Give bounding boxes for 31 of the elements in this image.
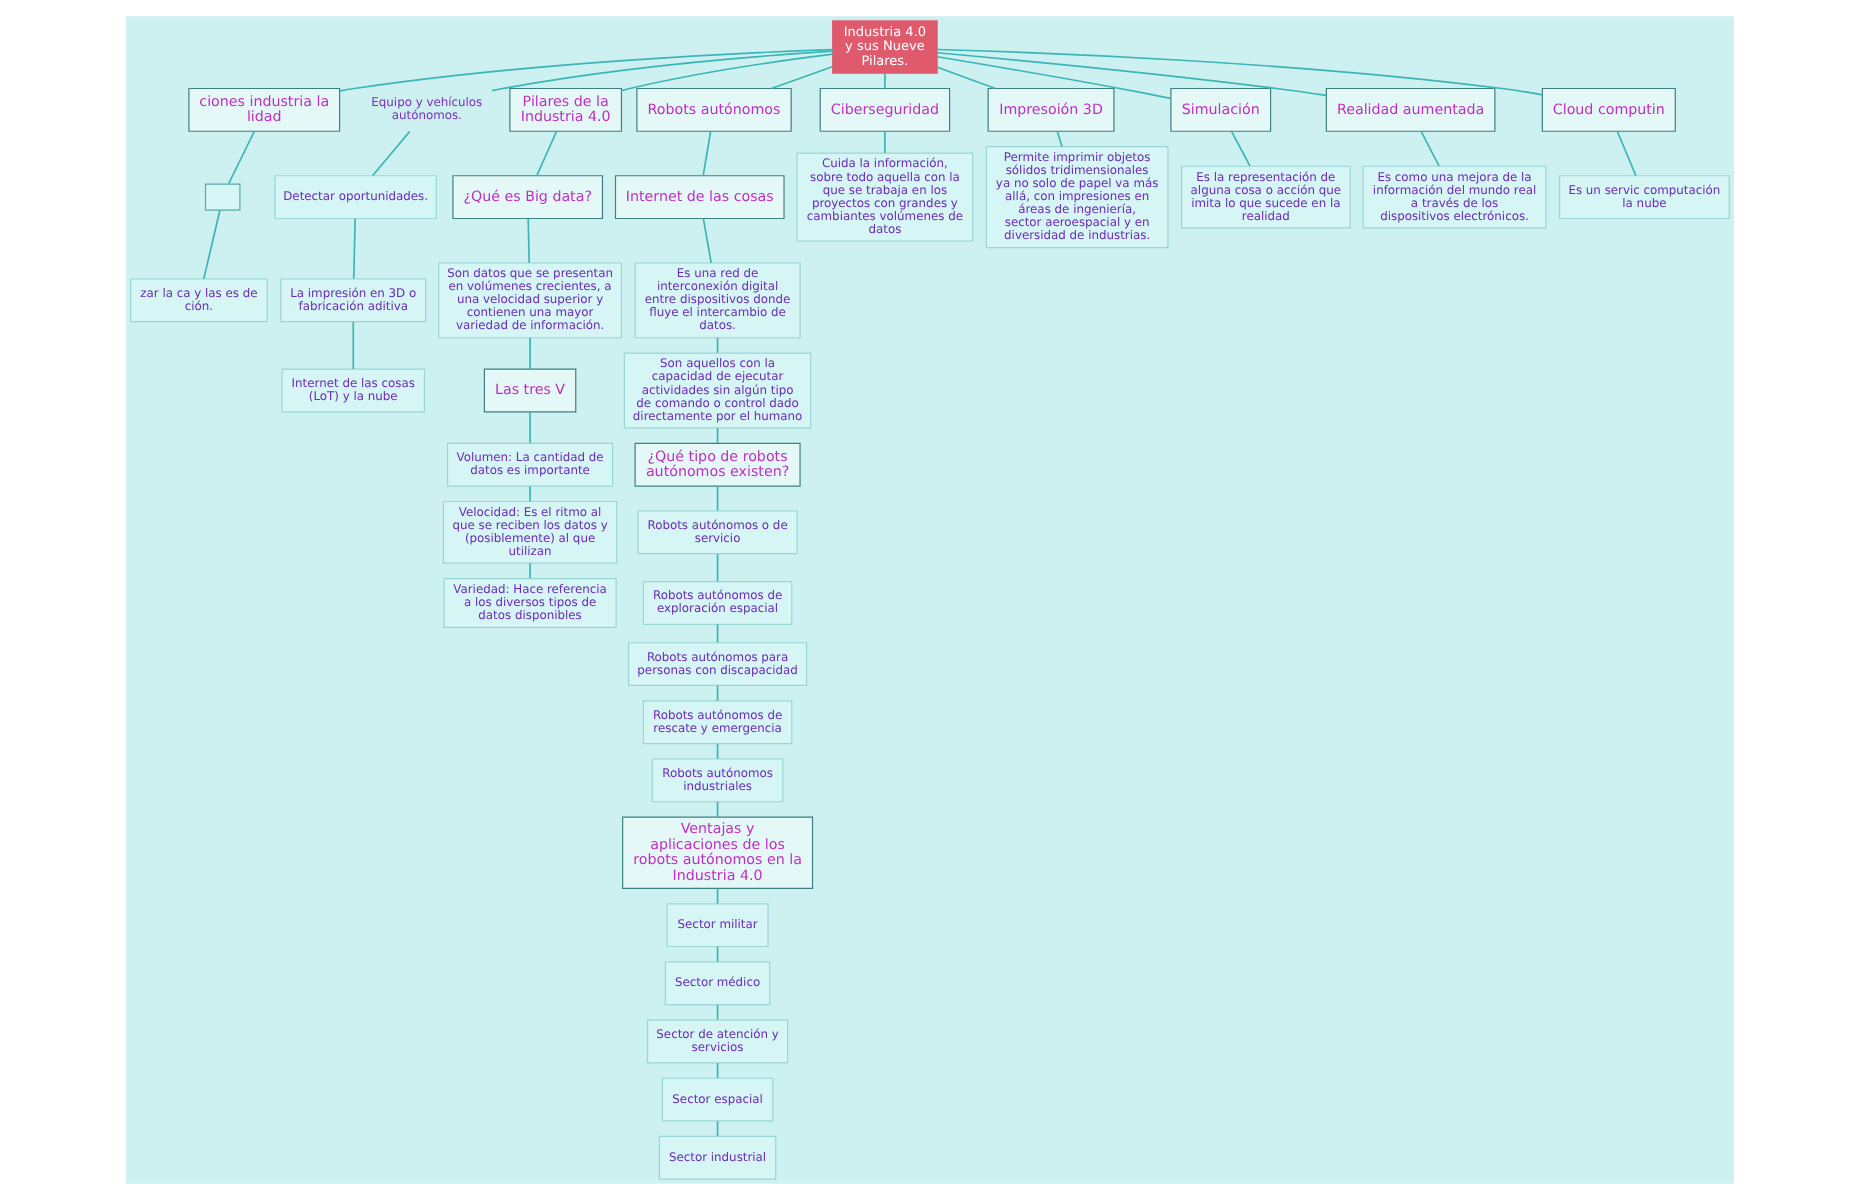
connector — [339, 48, 834, 92]
connector — [352, 321, 355, 370]
connector — [936, 66, 997, 90]
connector — [702, 217, 712, 264]
connector — [535, 130, 558, 177]
connector — [716, 553, 719, 583]
connector — [936, 55, 1172, 100]
connector — [884, 130, 886, 154]
connector — [529, 336, 531, 370]
connector — [527, 217, 531, 264]
connector — [716, 623, 719, 644]
connector — [620, 53, 834, 92]
connector — [716, 485, 719, 512]
connector — [371, 130, 411, 177]
node-box — [204, 183, 241, 211]
connector — [491, 50, 834, 92]
connector — [529, 411, 531, 445]
connector — [770, 66, 834, 90]
connector — [702, 130, 712, 177]
connector — [202, 209, 221, 280]
connector — [227, 130, 256, 185]
connector — [936, 48, 1544, 96]
connector — [352, 217, 356, 280]
connector — [529, 485, 531, 503]
connector — [1056, 130, 1063, 148]
connector — [1230, 130, 1251, 167]
connector — [936, 51, 1328, 97]
connector — [884, 72, 886, 90]
connector — [1616, 130, 1637, 177]
connector — [529, 562, 531, 580]
connector — [1420, 130, 1440, 167]
